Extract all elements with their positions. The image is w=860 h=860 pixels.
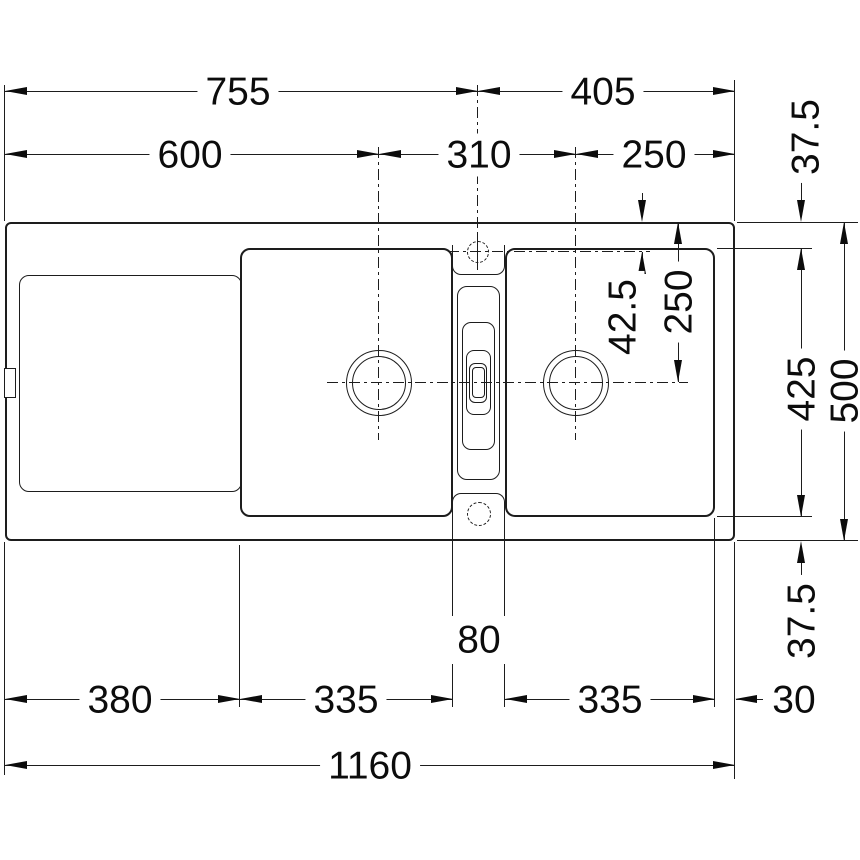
dimension-arrow xyxy=(638,252,646,274)
extension-line xyxy=(734,542,736,779)
extension-line xyxy=(504,541,506,616)
centerline xyxy=(327,382,688,384)
dimension-line xyxy=(801,562,803,580)
centerline xyxy=(448,251,650,253)
divider-top-cap xyxy=(452,245,505,275)
centerline xyxy=(575,147,577,440)
dimension-arrow xyxy=(674,360,682,382)
dim-label-500: 500 xyxy=(823,350,860,432)
dim-label-425: 425 xyxy=(780,348,824,430)
dimension-arrow xyxy=(505,695,527,703)
dimension-arrow xyxy=(797,248,805,270)
dim-label-37-5-top: 37.5 xyxy=(784,91,828,183)
dimension-arrow xyxy=(357,150,379,158)
dim-label-380: 380 xyxy=(79,678,161,722)
dimension-arrow xyxy=(638,200,646,222)
extension-line xyxy=(737,540,858,542)
dimension-arrow xyxy=(5,150,27,158)
dimension-arrow xyxy=(674,222,682,244)
dim-label-335-left: 335 xyxy=(305,678,387,722)
extension-line xyxy=(737,222,858,224)
dim-label-30: 30 xyxy=(764,678,824,722)
dim-label-600: 600 xyxy=(149,133,231,177)
dimension-arrow xyxy=(456,87,478,95)
dim-label-335-right: 335 xyxy=(569,678,651,722)
extension-line xyxy=(452,541,454,616)
dimension-arrow xyxy=(797,495,805,517)
drainer-board xyxy=(19,275,242,492)
dim-label-755: 755 xyxy=(197,70,279,114)
centerline xyxy=(378,147,380,440)
dimension-arrow xyxy=(576,150,598,158)
dimension-arrow xyxy=(713,87,735,95)
extension-line xyxy=(4,542,6,775)
extension-line xyxy=(714,518,716,707)
dimension-arrow xyxy=(693,695,715,703)
dimension-arrow xyxy=(379,150,401,158)
dimension-arrow xyxy=(554,150,576,158)
dim-label-37-5-bottom: 37.5 xyxy=(780,575,824,667)
edge-clip xyxy=(4,368,16,398)
dim-label-405: 405 xyxy=(562,70,644,114)
dimension-line xyxy=(5,91,735,93)
extension-line xyxy=(504,664,506,707)
dimension-arrow xyxy=(713,761,735,769)
dim-label-310: 310 xyxy=(438,133,520,177)
waste-hole xyxy=(467,502,491,526)
dimension-arrow xyxy=(5,695,27,703)
dimension-arrow xyxy=(218,695,240,703)
divider-step-2 xyxy=(462,322,495,450)
extension-line xyxy=(452,664,454,707)
dimension-arrow xyxy=(5,87,27,95)
dimension-line xyxy=(642,193,644,203)
dimension-arrow xyxy=(797,200,805,222)
dimension-arrow xyxy=(240,695,262,703)
extension-line xyxy=(4,85,6,221)
divider-bottom-section xyxy=(452,493,505,541)
dimension-arrow xyxy=(431,695,453,703)
dimension-arrow xyxy=(713,150,735,158)
extension-line xyxy=(717,248,812,250)
dim-label-1160: 1160 xyxy=(320,744,420,788)
extension-line xyxy=(717,516,812,518)
dim-label-250-top: 250 xyxy=(613,133,695,177)
dim-label-250-side: 250 xyxy=(657,261,701,343)
extension-line xyxy=(239,545,241,707)
dimension-arrow xyxy=(840,222,848,244)
dimension-arrow xyxy=(797,541,805,563)
dim-label-42-5: 42.5 xyxy=(601,271,645,363)
dimension-arrow xyxy=(478,87,500,95)
dim-label-80: 80 xyxy=(449,618,509,662)
dimension-arrow xyxy=(840,519,848,541)
dimension-arrow xyxy=(5,761,27,769)
dimension-line xyxy=(801,170,803,202)
dimension-arrow xyxy=(735,695,757,703)
tap-hole-crosshair xyxy=(477,234,479,270)
